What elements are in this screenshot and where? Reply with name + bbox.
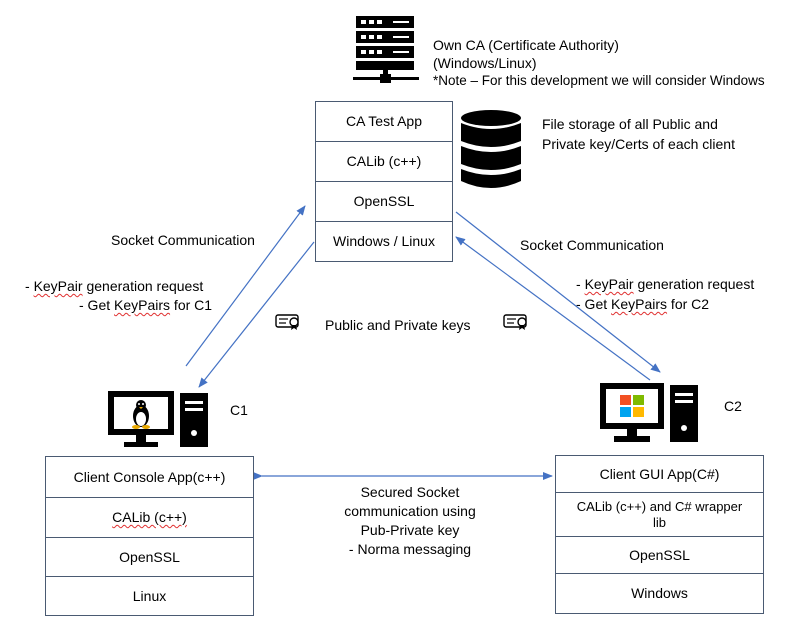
ca-os: (Windows/Linux): [433, 55, 537, 71]
c2-layer-calib: CALib (c++) and C# wrapper lib: [556, 493, 763, 537]
secure-line4: - Norma messaging: [348, 541, 472, 557]
c2-layer-app: Client GUI App(C#): [556, 456, 763, 493]
certificate-icon-left: [275, 314, 299, 330]
secure-line2: communication using: [344, 503, 476, 519]
c1-layer-app: Client Console App(c++): [46, 457, 253, 498]
secure-line3: Pub-Private key: [360, 522, 460, 538]
left-get-line: - Get KeyPairs for C1: [79, 297, 213, 313]
certificate-icon-right: [503, 314, 527, 330]
left-request-line: - KeyPair generation request: [25, 278, 204, 294]
ca-title: Own CA (Certificate Authority): [433, 37, 619, 53]
right-request-line: - KeyPair generation request: [576, 276, 755, 292]
ca-note: *Note – For this development we will con…: [433, 73, 765, 88]
linux-computer-icon: [108, 391, 208, 447]
c1-layer-calib: CALib (c++): [46, 498, 253, 538]
tux-icon: [132, 400, 150, 429]
c2-label: C2: [724, 398, 742, 414]
ca-layer-app: CA Test App: [316, 102, 452, 142]
database-icon: [461, 110, 521, 188]
c1-layer-openssl: OpenSSL: [46, 538, 253, 577]
ca-layer-calib: CALib (c++): [316, 142, 452, 182]
ca-layer-os: Windows / Linux: [333, 233, 435, 249]
arrow-c1-to-ca: [185, 205, 306, 367]
c1-label: C1: [230, 402, 248, 418]
arrow-c2-to-ca: [455, 236, 651, 381]
storage-line2: Private key/Certs of each client: [542, 136, 735, 152]
keys-label: Public and Private keys: [325, 317, 471, 333]
right-get-line: - Get KeyPairs for C2: [576, 296, 710, 312]
ca-layer-openssl: OpenSSL: [316, 182, 452, 222]
ca-stack: CA Test App CALib (c++) OpenSSL Windows …: [315, 101, 453, 262]
c1-layer-os: Linux: [132, 587, 167, 604]
c2-layer-openssl: OpenSSL: [556, 537, 763, 574]
windows-logo-icon: [620, 395, 644, 417]
storage-line1: File storage of all Public and: [542, 116, 718, 132]
arrow-ca-to-c2: [455, 211, 661, 373]
arrow-ca-to-c1: [198, 241, 315, 388]
secure-text: Secured Socket communication using Pub-P…: [300, 483, 520, 559]
c2-stack: Client GUI App(C#) CALib (c++) and C# wr…: [555, 455, 764, 614]
c1-stack: Client Console App(c++) CALib (c++) Open…: [45, 456, 254, 616]
windows-computer-icon: [600, 383, 698, 442]
secure-line1: Secured Socket: [360, 484, 460, 500]
right-socket-label: Socket Communication: [520, 237, 664, 253]
c2-layer-os: Windows: [631, 585, 688, 601]
left-socket-label: Socket Communication: [111, 232, 255, 248]
server-icon: [353, 16, 419, 83]
